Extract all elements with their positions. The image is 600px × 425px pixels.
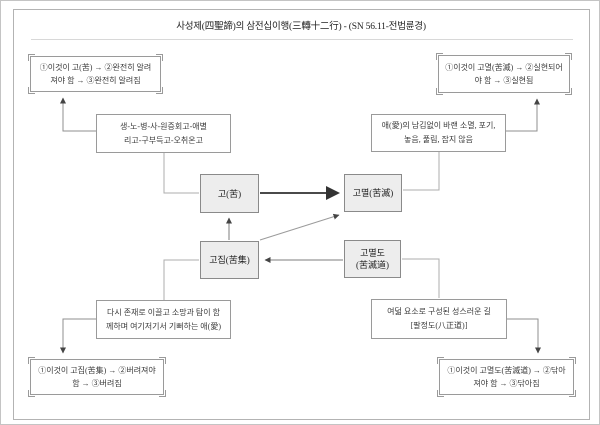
diagram-title: 사성제(四聖諦)의 삼전십이행(三轉十二行) - (SN 56.11-전법륜경) xyxy=(176,22,426,32)
plaque-corner-icon xyxy=(437,390,444,397)
truth-box-origin: 고집(苦集) xyxy=(200,241,259,279)
plaque-corner-icon xyxy=(28,87,35,94)
plaque-corner-icon xyxy=(437,357,444,364)
detail-line: 놓음, 풀림, 잡지 않음 xyxy=(404,135,473,144)
plaque-corner-icon xyxy=(28,54,35,61)
plaque-corner-icon xyxy=(159,357,166,364)
detail-line: 다시 존재로 이끌고 소망과 탐이 함 xyxy=(106,307,221,317)
detail-line: 께하며 여기저기서 기뻐하는 애(愛) xyxy=(105,321,221,331)
detail-line: [팔정도(八正道)] xyxy=(410,321,468,330)
truth-label: 고멸(苦滅) xyxy=(352,188,394,198)
detail-line: 생-노-병-사-원증회고-애별 xyxy=(120,121,207,131)
note-line: ①이것이 고집(苦集) → ②버려져야 xyxy=(38,366,156,375)
detail-line: 리고-구부득고-오취온고 xyxy=(124,135,203,145)
plaque-corner-icon xyxy=(159,390,166,397)
plaque-corner-icon xyxy=(156,54,163,61)
note-line: 함 → ③버려짐 xyxy=(72,379,122,388)
note-line: 져야 함 → ③닦아짐 xyxy=(473,379,540,388)
page-border xyxy=(13,9,590,420)
detail-box-suffering: 생-노-병-사-원증회고-애별 리고-구부득고-오취온고 xyxy=(96,114,231,153)
detail-line: 애(愛)의 남김없이 바랜 소멸, 포기, xyxy=(381,121,496,130)
truth-label: (苦滅道) xyxy=(356,260,389,270)
truth-box-suffering: 고(苦) xyxy=(200,174,259,213)
plaque-corner-icon xyxy=(569,357,576,364)
plaque-corner-icon xyxy=(436,88,443,95)
note-line: 야 함 → ③실현됨 xyxy=(474,76,534,85)
detail-box-origin: 다시 존재로 이끌고 소망과 탐이 함 께하며 여기저기서 기뻐하는 애(愛) xyxy=(96,300,231,339)
plaque-corner-icon xyxy=(565,88,572,95)
corner-note-top-left: ①이것이 고(苦) → ②완전히 알려 져야 함 → ③완전히 알려짐 xyxy=(28,54,163,94)
truth-box-cessation: 고멸(苦滅) xyxy=(344,174,402,212)
corner-note-bottom-left: ①이것이 고집(苦集) → ②버려져야 함 → ③버려짐 xyxy=(28,357,166,397)
corner-note-top-right: ①이것이 고멸(苦滅) → ②실현되어 야 함 → ③실현됨 xyxy=(436,53,572,95)
note-line: 져야 함 → ③완전히 알려짐 xyxy=(50,76,141,85)
corner-note-bottom-right: ①이것이 고멸도(苦滅道) → ②닦아 져야 함 → ③닦아짐 xyxy=(437,357,576,397)
plaque-corner-icon xyxy=(436,53,443,60)
detail-box-path: 여덟 요소로 구성된 성스러운 길 [팔정도(八正道)] xyxy=(371,299,507,339)
plaque-corner-icon xyxy=(569,390,576,397)
truth-box-path: 고멸도 (苦滅道) xyxy=(344,240,401,278)
note-line: ①이것이 고멸도(苦滅道) → ②닦아 xyxy=(447,366,566,375)
detail-line: 여덟 요소로 구성된 성스러운 길 xyxy=(387,307,491,316)
truth-label: 고집(苦集) xyxy=(209,255,250,265)
plaque-corner-icon xyxy=(28,390,35,397)
plaque-corner-icon xyxy=(565,53,572,60)
plaque-corner-icon xyxy=(28,357,35,364)
truth-label: 고(苦) xyxy=(217,188,242,199)
detail-box-cessation: 애(愛)의 남김없이 바랜 소멸, 포기, 놓음, 풀림, 잡지 않음 xyxy=(371,114,506,152)
plaque-corner-icon xyxy=(156,87,163,94)
truth-label: 고멸도 xyxy=(360,248,385,258)
note-line: ①이것이 고(苦) → ②완전히 알려 xyxy=(39,63,152,72)
title-divider xyxy=(31,39,573,40)
note-line: ①이것이 고멸(苦滅) → ②실현되어 xyxy=(445,63,563,72)
